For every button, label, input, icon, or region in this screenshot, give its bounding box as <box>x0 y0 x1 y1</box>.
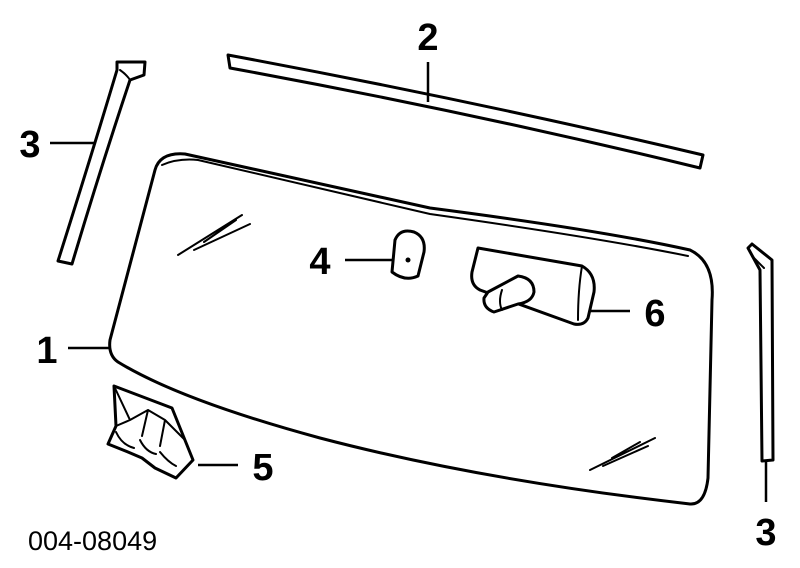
upper-molding <box>226 53 705 170</box>
figure-code: 004-08049 <box>28 526 157 556</box>
callout-3-left: 3 <box>19 124 40 166</box>
windshield-glass <box>108 152 714 506</box>
callout-2: 2 <box>417 17 438 59</box>
callout-4: 4 <box>309 241 330 283</box>
callout-6: 6 <box>644 293 665 335</box>
right-pillar-molding <box>746 242 775 463</box>
callout-5: 5 <box>252 447 273 489</box>
left-pillar-molding <box>56 60 147 266</box>
mirror-bracket <box>390 229 426 280</box>
cowl-clip <box>106 384 195 480</box>
rearview-mirror <box>470 246 596 326</box>
leader-lines <box>50 62 768 502</box>
callout-1: 1 <box>36 330 57 372</box>
callout-3-right: 3 <box>755 512 776 554</box>
